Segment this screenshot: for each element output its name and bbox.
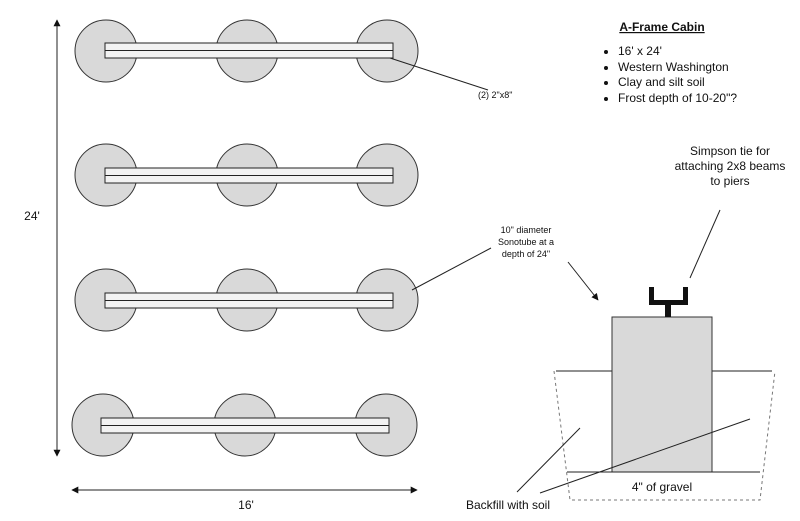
backfill-leader-right [539,418,751,494]
spec-item-soil: Clay and silt soil [618,75,737,91]
beam-callout-leader [389,57,489,91]
simpson-leader [689,209,721,279]
sonotube-label-line-1: 10" diameter [501,225,552,235]
sonotube-leader [411,247,492,291]
sonotube-arrow [567,261,599,301]
backfill-leader-left [516,427,581,493]
pier-row-1 [74,19,419,83]
sonotube-label-line-3: depth of 24" [502,249,550,259]
simpson-label-line-1: Simpson tie for [690,144,770,158]
concrete-pier-section [611,316,713,473]
sonotube-label-line-2: Sonotube at a [498,237,554,247]
spec-item-size: 16' x 24' [618,44,737,60]
backfill-label: Backfill with soil [466,498,550,512]
gravel-label: 4" of gravel [632,480,692,494]
diagram-title: A-Frame Cabin [619,20,704,34]
spec-item-frost: Frost depth of 10-20"? [618,91,737,107]
pier-row-4 [71,393,418,457]
excavation-outline [553,370,776,501]
simpson-label-line-2: attaching 2x8 beams [675,159,786,173]
height-dimension-label: 24' [24,209,40,223]
pier-row-2 [74,143,419,207]
spec-item-location: Western Washington [618,60,737,76]
width-dimension-label: 16' [238,498,254,512]
simpson-label-line-3: to piers [710,174,749,188]
beam-callout-label: (2) 2"x8" [478,90,512,100]
spec-list: 16' x 24' Western Washington Clay and si… [600,44,737,106]
pier-row-3 [74,268,419,332]
simpson-tie-icon [649,287,688,317]
